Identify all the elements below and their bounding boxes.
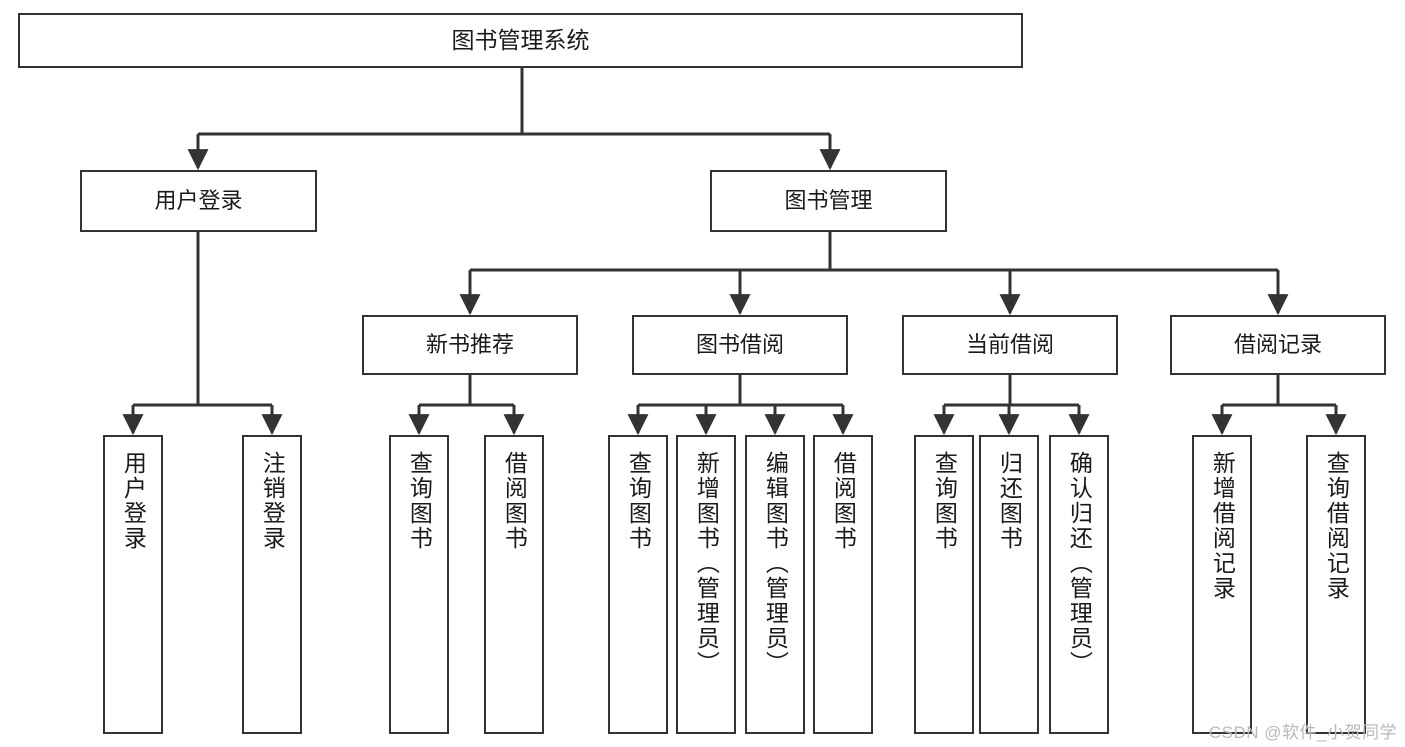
leaf-user-login-logout[interactable]: 注销登录 bbox=[242, 435, 302, 734]
leaf-new-book-query-book[interactable]: 查询图书 bbox=[389, 435, 449, 734]
leaf-book-borrow-borrow-book[interactable]: 借阅图书 bbox=[813, 435, 873, 734]
node-label: 注销登录 bbox=[259, 451, 286, 551]
leaf-current-borrow-return-book[interactable]: 归还图书 bbox=[979, 435, 1039, 734]
leaf-current-borrow-confirm-return-admin[interactable]: 确认归还（管理员） bbox=[1049, 435, 1109, 734]
node-label: 新书推荐 bbox=[425, 331, 514, 357]
node-label: 归还图书 bbox=[996, 451, 1023, 551]
node-label: 确认归还（管理员） bbox=[1066, 451, 1093, 676]
node-label: 查询借阅记录 bbox=[1323, 451, 1350, 601]
node-label: 用户登录 bbox=[154, 187, 243, 213]
node-label: 借阅图书 bbox=[501, 451, 528, 551]
node-label: 当前借阅 bbox=[965, 331, 1054, 357]
node-label: 图书借阅 bbox=[695, 331, 784, 357]
node-label: 图书管理 bbox=[784, 187, 873, 213]
node-label: 借阅图书 bbox=[830, 451, 857, 551]
node-current-borrow[interactable]: 当前借阅 bbox=[902, 315, 1118, 375]
leaf-new-book-borrow-book[interactable]: 借阅图书 bbox=[484, 435, 544, 734]
leaf-user-login-login[interactable]: 用户登录 bbox=[103, 435, 163, 734]
node-label: 新增图书（管理员） bbox=[693, 451, 720, 676]
leaf-book-borrow-add-book-admin[interactable]: 新增图书（管理员） bbox=[676, 435, 736, 734]
node-user-login[interactable]: 用户登录 bbox=[80, 170, 317, 232]
leaf-current-borrow-query-book[interactable]: 查询图书 bbox=[914, 435, 974, 734]
node-label: 用户登录 bbox=[120, 451, 147, 551]
node-book-management[interactable]: 图书管理 bbox=[710, 170, 947, 232]
leaf-borrow-record-add-record[interactable]: 新增借阅记录 bbox=[1192, 435, 1252, 734]
node-label: 借阅记录 bbox=[1233, 331, 1322, 357]
node-label: 编辑图书（管理员） bbox=[762, 451, 789, 676]
node-label: 查询图书 bbox=[931, 451, 958, 551]
node-new-book-recommend[interactable]: 新书推荐 bbox=[362, 315, 578, 375]
node-root-book-management-system[interactable]: 图书管理系统 bbox=[18, 13, 1023, 68]
node-label: 图书管理系统 bbox=[451, 26, 590, 53]
leaf-book-borrow-query-book[interactable]: 查询图书 bbox=[608, 435, 668, 734]
node-label: 新增借阅记录 bbox=[1209, 451, 1236, 601]
node-label: 查询图书 bbox=[406, 451, 433, 551]
node-book-borrow[interactable]: 图书借阅 bbox=[632, 315, 848, 375]
leaf-book-borrow-edit-book-admin[interactable]: 编辑图书（管理员） bbox=[745, 435, 805, 734]
node-borrow-record[interactable]: 借阅记录 bbox=[1170, 315, 1386, 375]
csdn-watermark: CSDN @软件_小贺同学 bbox=[1208, 723, 1397, 742]
node-label: 查询图书 bbox=[625, 451, 652, 551]
leaf-borrow-record-query-record[interactable]: 查询借阅记录 bbox=[1306, 435, 1366, 734]
